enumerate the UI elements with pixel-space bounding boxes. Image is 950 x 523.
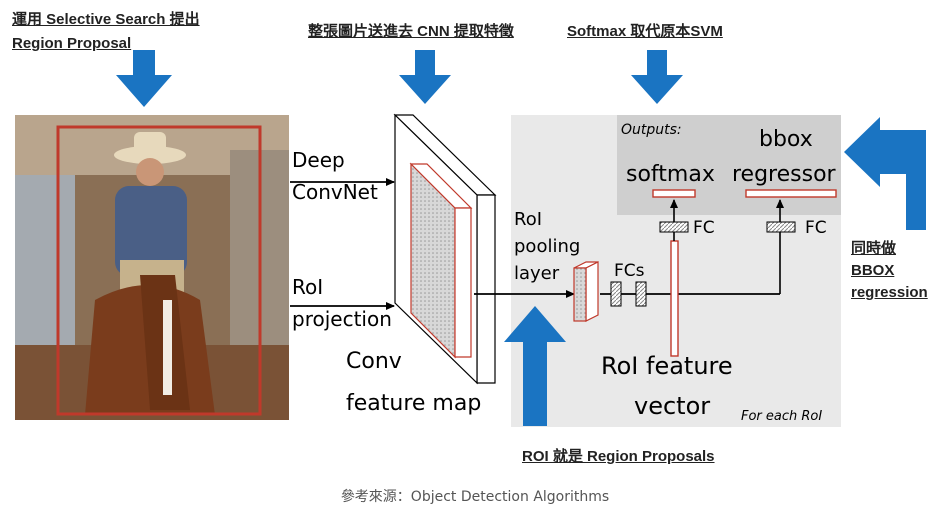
deep-convnet-label-line1: Deep bbox=[292, 148, 345, 172]
roi-feature-label-line2: vector bbox=[634, 392, 710, 420]
bbox-regression-annotation-line1: 同時做 bbox=[851, 240, 897, 257]
fcs-label: FCs bbox=[614, 261, 645, 281]
roi-projection-label-line1: RoI bbox=[292, 275, 323, 299]
input-image bbox=[15, 115, 289, 420]
outputs-panel bbox=[617, 115, 841, 215]
bbox-output bbox=[745, 189, 837, 198]
fc-bbox-label: FC bbox=[805, 218, 827, 238]
for-each-roi-label: For each RoI bbox=[741, 409, 822, 424]
deep-convnet-label-line2: ConvNet bbox=[292, 180, 378, 204]
bbox-regression-annotation-line3: regression bbox=[851, 284, 928, 301]
up-arrow-icon bbox=[504, 306, 566, 426]
bbox-label-line2: regressor bbox=[732, 162, 837, 187]
conv-feature-map-label-line1: Conv bbox=[346, 349, 402, 374]
bbox-regression-annotation-line2: BBOX bbox=[851, 262, 895, 279]
cnn-feature-annotation: 整張圖片送進去 CNN 提取特徵 bbox=[308, 23, 514, 40]
fc-layer-2 bbox=[635, 281, 647, 307]
roi-pooling-label-line1: RoI bbox=[514, 209, 542, 230]
caption: 參考來源：Object Detection Algorithms bbox=[340, 489, 610, 505]
roi-feature-vector bbox=[670, 240, 679, 357]
roi-feature-label-line1: RoI feature bbox=[601, 352, 733, 380]
softmax-output bbox=[652, 189, 696, 198]
conv-feature-map-label-line2: feature map bbox=[346, 391, 481, 416]
roi-region-proposal-annotation: ROI 就是 Region Proposals bbox=[522, 448, 715, 465]
conv-feature-map-block bbox=[393, 113, 497, 385]
down-arrow-icon bbox=[399, 50, 451, 104]
bbox-regression-annotation: 同時做 BBOX regression bbox=[851, 238, 928, 304]
softmax-label: softmax bbox=[626, 162, 715, 187]
region-proposal-annotation-line2: Region Proposal bbox=[12, 35, 132, 52]
fc-bbox-block bbox=[766, 221, 796, 233]
region-proposal-annotation-line1: 運用 Selective Search 提出 bbox=[12, 11, 200, 28]
down-arrow-icon bbox=[631, 50, 683, 104]
down-arrow-icon bbox=[116, 50, 172, 107]
fc-layer-1 bbox=[610, 281, 622, 307]
region-proposal-box bbox=[56, 125, 262, 416]
fc-softmax-block bbox=[659, 221, 689, 233]
bent-arrow-icon bbox=[844, 117, 926, 230]
roi-pooling-label-line3: layer bbox=[514, 263, 560, 284]
fc-softmax-label: FC bbox=[693, 218, 715, 238]
bbox-label-line1: bbox bbox=[759, 127, 813, 152]
region-proposal-annotation: 運用 Selective Search 提出 Region Proposal bbox=[12, 8, 200, 56]
softmax-svm-annotation: Softmax 取代原本SVM bbox=[567, 23, 723, 40]
outputs-label: Outputs: bbox=[621, 122, 682, 138]
roi-pooling-block bbox=[573, 261, 599, 322]
roi-pooling-label-line2: pooling bbox=[514, 236, 580, 257]
roi-projection-label-line2: projection bbox=[292, 307, 392, 331]
